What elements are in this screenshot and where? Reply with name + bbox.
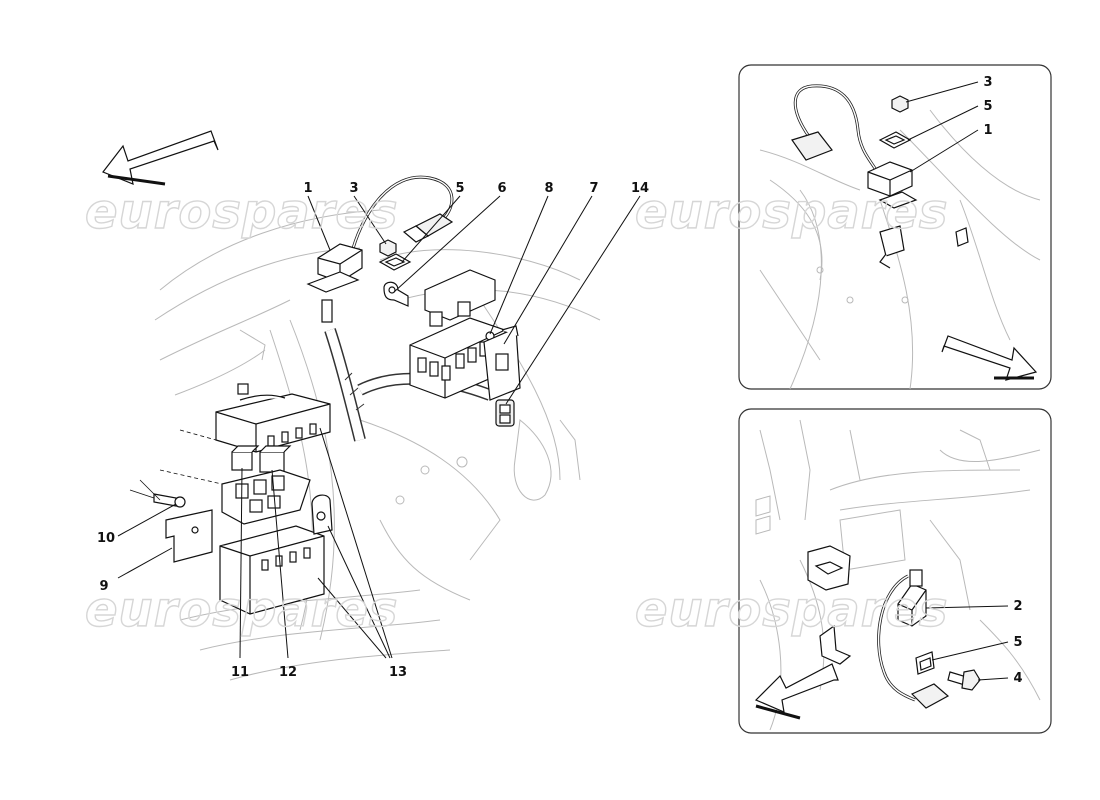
callouts-top: 3 5 1 (983, 75, 992, 138)
fuse-block (409, 269, 506, 399)
callout-5-bottom: 5 (1013, 635, 1022, 650)
callouts-bottom: 2 5 4 (1013, 599, 1022, 686)
callout-9: 9 (99, 579, 108, 594)
callout-6: 6 (497, 181, 506, 196)
bracket-lower-bottom (807, 545, 852, 665)
relay-box-cover (215, 383, 331, 453)
callout-5-top: 5 (983, 99, 992, 114)
clip-6-main (383, 281, 409, 307)
orientation-arrow-main (102, 130, 219, 186)
sensor-unit-bottom (877, 569, 950, 709)
callout-5: 5 (455, 181, 464, 196)
clip-5-main (378, 253, 412, 271)
watermark-bottom-right: eurospares (635, 582, 949, 638)
relay-12-main (259, 445, 292, 473)
callout-3-top: 3 (983, 75, 992, 90)
callout-11: 11 (231, 665, 249, 680)
leader-lines-bottom (925, 605, 1009, 681)
callout-14: 14 (631, 181, 649, 196)
relay-11-main (231, 445, 260, 471)
detail-panel-bottom: 2 5 4 (738, 408, 1052, 734)
watermark-bottom-left: eurospares (85, 582, 399, 638)
clip-5-bottom (915, 651, 935, 675)
vehicle-body-sketch (154, 209, 601, 681)
callout-3: 3 (349, 181, 358, 196)
callouts-main: 1 3 5 6 8 7 14 10 9 11 12 13 (97, 181, 649, 680)
callout-1: 1 (303, 181, 312, 196)
screw-10-main (153, 493, 186, 508)
mounting-tab-13 (311, 494, 333, 535)
orientation-arrow-bottom (754, 663, 839, 720)
watermark-top-left: eurospares (85, 184, 399, 240)
sensor-unit-top (791, 84, 969, 269)
relay-holder (221, 469, 311, 525)
callout-1-top: 1 (983, 123, 992, 138)
callout-12: 12 (279, 665, 297, 680)
leader-lines-main (117, 195, 641, 659)
clip-5-top (878, 131, 912, 149)
callout-10: 10 (97, 531, 115, 546)
watermark-top-right: eurospares (635, 184, 949, 240)
main-view: 1 3 5 6 8 7 14 10 9 11 12 13 (97, 130, 649, 681)
bracket-9-main (165, 509, 213, 563)
assembly-lines (129, 429, 223, 501)
bracket-7-main (483, 325, 521, 401)
orientation-arrow-top (941, 335, 1038, 381)
leader-lines-top (905, 81, 979, 173)
detail-panel-top: 3 5 1 (738, 64, 1052, 390)
relay-box-housing (219, 525, 325, 615)
watermarks: eurospares eurospares eurospares eurospa… (84, 183, 949, 638)
callout-2-bottom: 2 (1013, 599, 1022, 614)
connector-14-main (495, 399, 515, 427)
bolt-4-bottom (947, 669, 981, 691)
callout-13: 13 (389, 665, 407, 680)
nut-3-main (379, 239, 397, 257)
callout-7: 7 (589, 181, 598, 196)
nut-3-top (891, 95, 909, 113)
detail-top-sketch (759, 109, 1041, 390)
callout-4-bottom: 4 (1013, 671, 1022, 686)
callout-8: 8 (544, 181, 553, 196)
